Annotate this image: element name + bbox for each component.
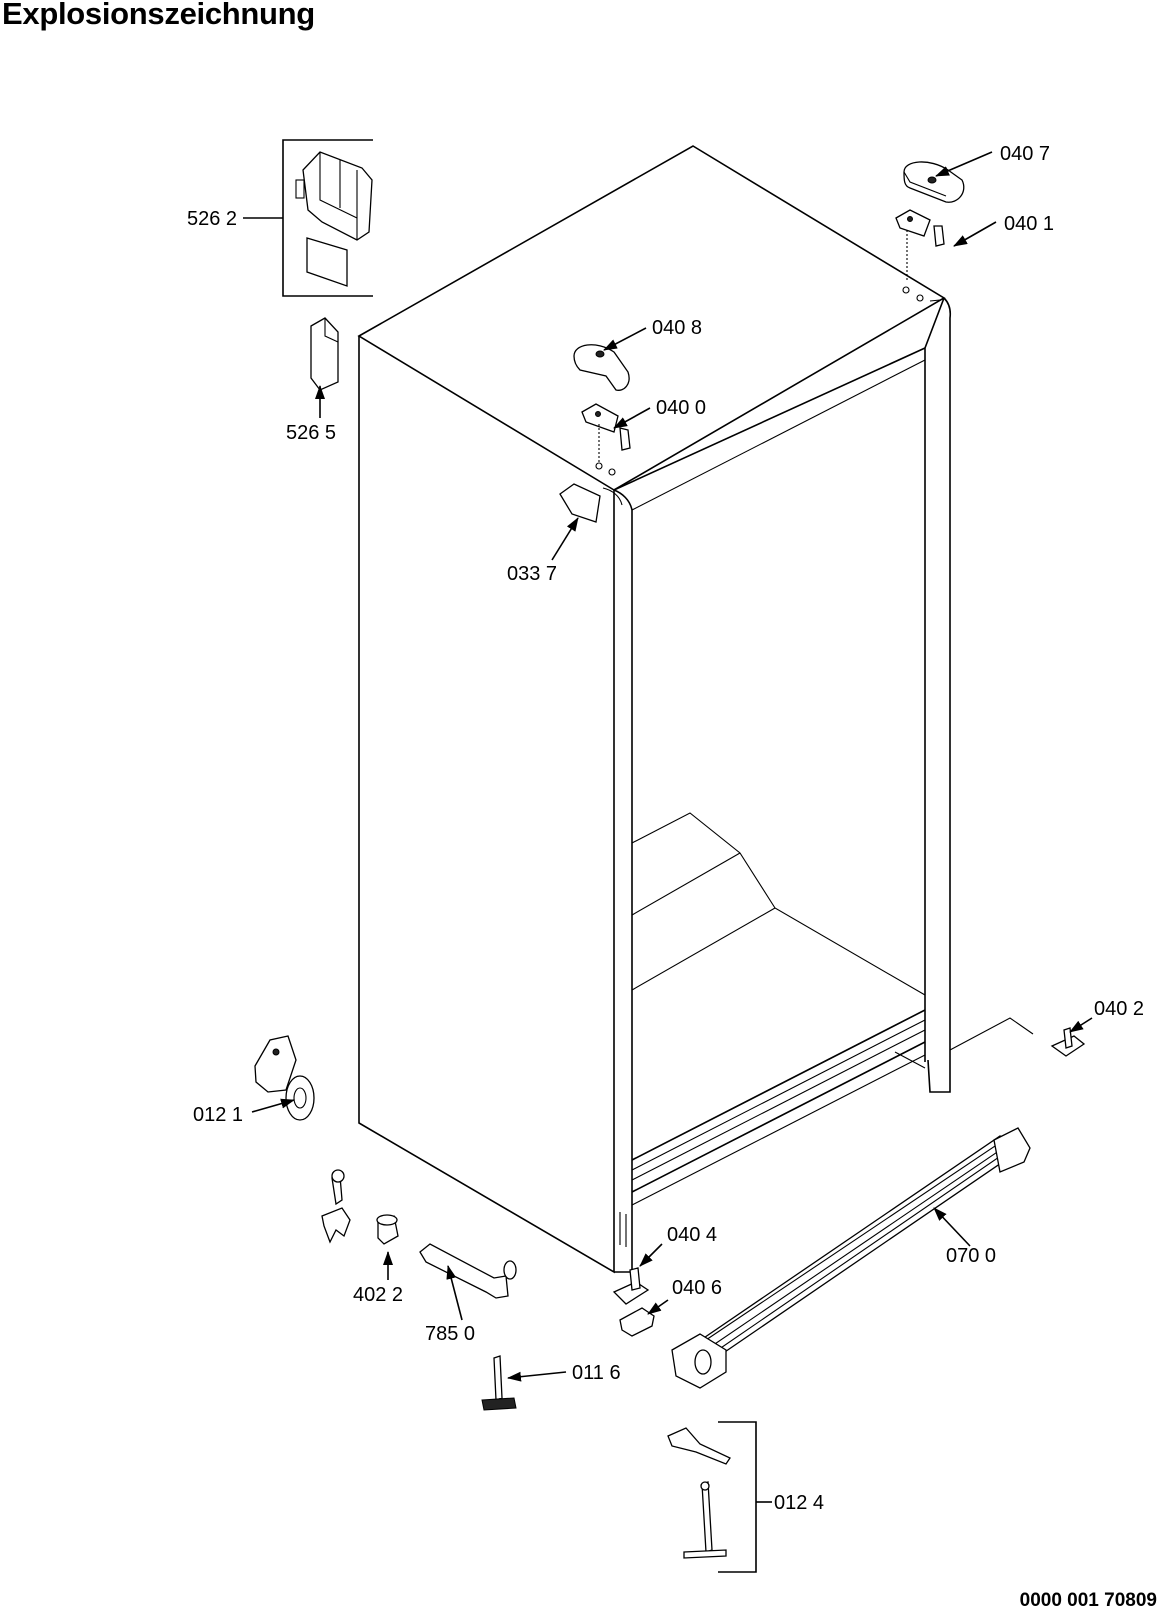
label-part-0400: 040 0 <box>656 397 706 419</box>
label-part-7850: 785 0 <box>425 1323 475 1345</box>
leader-lines <box>243 151 1093 1503</box>
part-0124-drawing <box>667 1421 757 1573</box>
document-number: 0000 001 70809 <box>1019 1590 1157 1611</box>
label-part-0700: 070 0 <box>946 1245 996 1267</box>
label-part-0116: 011 6 <box>572 1362 621 1384</box>
label-part-0406: 040 6 <box>672 1277 722 1299</box>
part-0404-drawing <box>612 1267 650 1305</box>
label-part-0124: 012 4 <box>774 1492 824 1514</box>
part-0700-drawing <box>671 1127 1031 1389</box>
part-5265-drawing <box>310 317 339 391</box>
label-part-0402: 040 2 <box>1094 998 1144 1020</box>
label-part-5262: 526 2 <box>187 208 237 230</box>
part-0400-drawing <box>581 403 631 462</box>
cabinet-body <box>357 145 1034 1274</box>
part-labels: 526 2 526 5 040 7 040 1 040 8 040 0 033 … <box>187 143 1144 1514</box>
label-part-0408: 040 8 <box>652 317 702 339</box>
part-0402-drawing <box>1050 1027 1086 1057</box>
part-0116-drawing <box>481 1355 517 1411</box>
label-part-5265: 526 5 <box>286 422 336 444</box>
part-5262-drawing <box>282 139 373 297</box>
label-part-0401: 040 1 <box>1004 213 1054 235</box>
part-0337-drawing <box>559 483 601 523</box>
part-0121-drawing <box>254 1035 315 1121</box>
label-part-0404: 040 4 <box>667 1224 717 1246</box>
label-part-0337: 033 7 <box>507 563 557 585</box>
page-title: Explosionszeichnung <box>2 0 315 31</box>
label-part-4022: 402 2 <box>353 1284 403 1306</box>
part-0406-drawing <box>619 1307 655 1337</box>
part-4022-drawing <box>321 1169 399 1245</box>
part-0408-drawing <box>573 344 630 391</box>
label-part-0407: 040 7 <box>1000 143 1050 165</box>
part-0401-drawing <box>895 209 945 280</box>
label-part-0121: 012 1 <box>193 1104 243 1126</box>
part-7850-drawing <box>419 1243 517 1299</box>
